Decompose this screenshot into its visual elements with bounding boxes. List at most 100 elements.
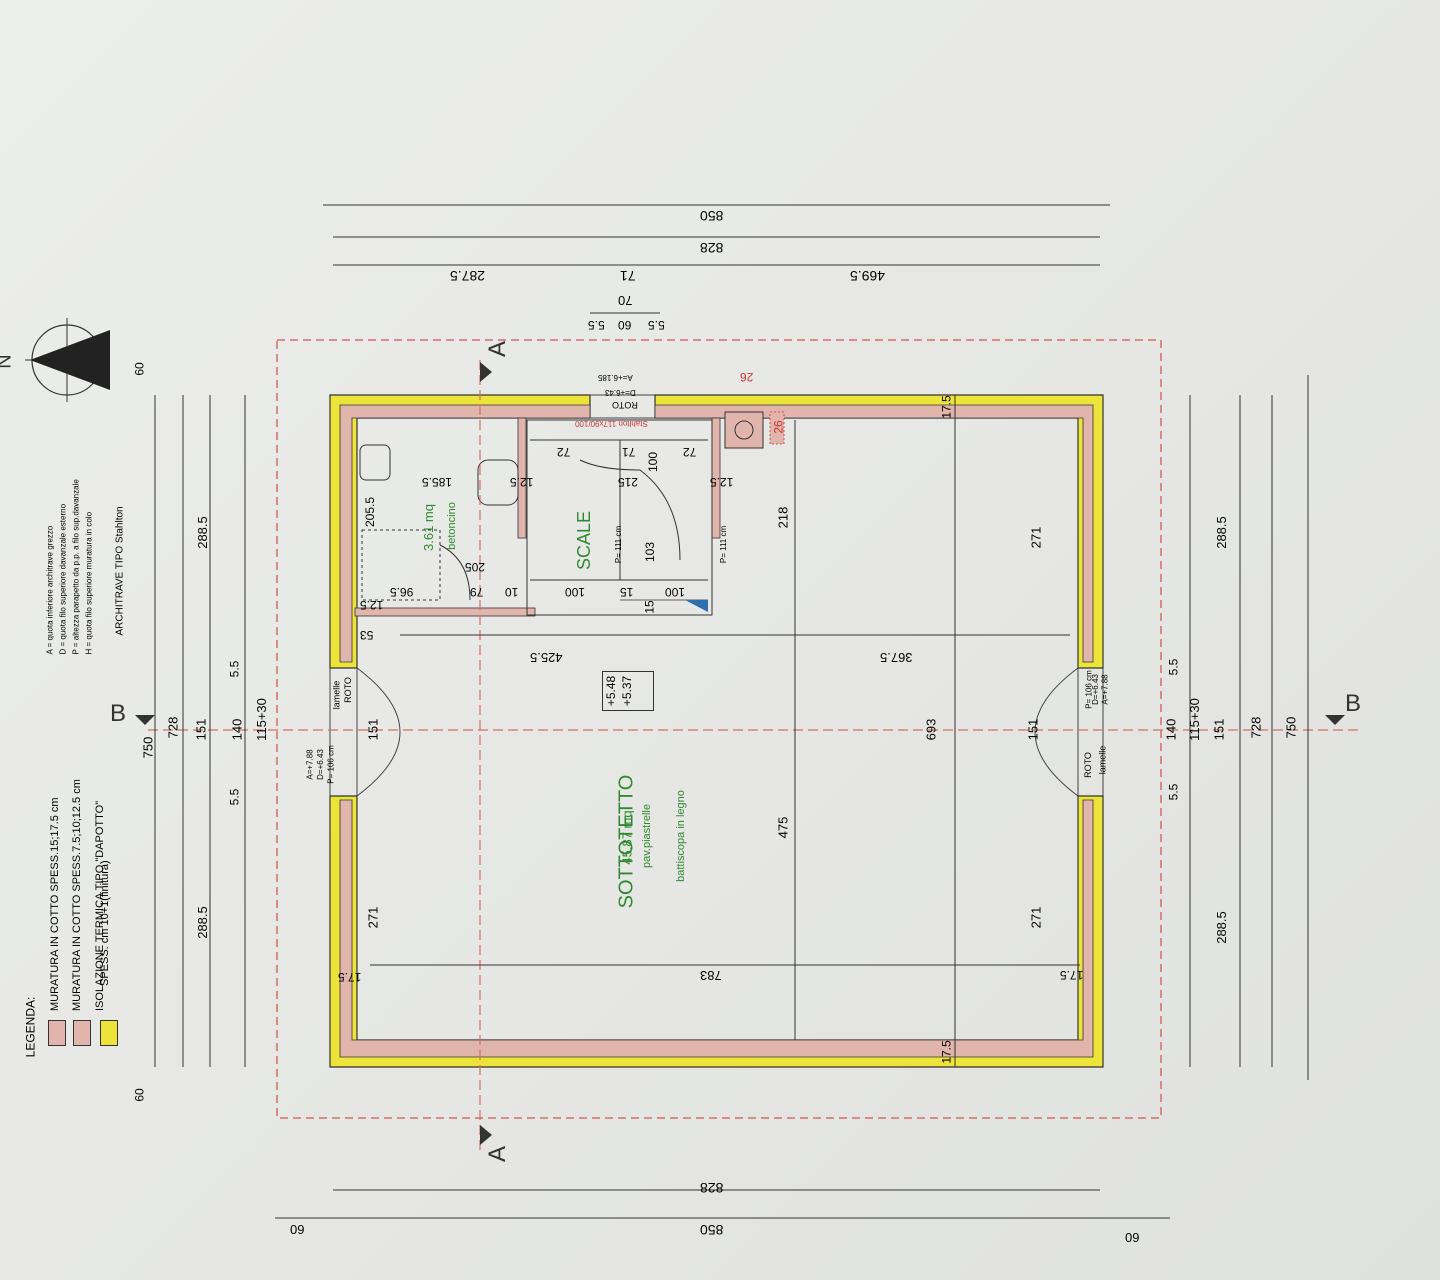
room-floor-2: battiscopa in legno (674, 790, 687, 882)
level-1: +5.48 (604, 675, 618, 707)
dim-right-288a: 288.5 (1213, 516, 1229, 549)
dim-12-5-b: 12.5 (510, 475, 534, 489)
room-area-sottotetto: 45.87 mq (619, 810, 635, 865)
dim-850-bottom: 850 (700, 1222, 724, 1238)
bath-area: 3.61 mq (420, 504, 436, 551)
dim-5-5a: 5.5 (588, 318, 605, 332)
dim-17-5b: 17.5 (939, 1040, 954, 1064)
window-top-a: A=+6.185 (598, 373, 633, 382)
dim-26-b: 26 (771, 420, 786, 434)
dim-60: 60 (618, 318, 632, 332)
window-right-lam: lamelle (1097, 745, 1108, 775)
dim-left-60b: 60 (132, 1088, 147, 1102)
dim-10: 10 (505, 585, 519, 599)
legend-swatch-1 (48, 1020, 66, 1046)
dim-right-750: 750 (1283, 716, 1299, 739)
dim-5-5b: 5.5 (648, 318, 665, 332)
dim-right-288b: 288.5 (1213, 911, 1229, 944)
dim-17-5c: 17.5 (338, 970, 362, 984)
dim-right-5-5a: 5.5 (1166, 658, 1181, 676)
windows (329, 394, 1104, 797)
dim-53: 53 (360, 628, 374, 642)
stairs-p1: P= 111 cm (614, 525, 624, 564)
dim-100-a: 100 (565, 585, 586, 599)
dim-100-b: 100 (665, 585, 686, 599)
bath-floor: betoncino (445, 502, 458, 550)
dim-left-60: 60 (132, 362, 147, 376)
dim-425: 425.5 (530, 650, 563, 665)
dim-17-5d: 17.5 (1060, 968, 1084, 982)
roof-outline (276, 339, 1162, 1119)
dim-215: 215 (618, 475, 639, 489)
legend-note-3: P = altezza parapetto da p.p. a filo sup… (71, 479, 81, 655)
dim-left-115: 115+30 (253, 698, 269, 741)
north-arrow-icon (25, 318, 110, 402)
bathroom-fixtures (359, 444, 519, 601)
section-markers (135, 362, 1345, 1145)
dim-12-5-c: 12.5 (710, 475, 734, 489)
dim-475: 475 (775, 816, 791, 839)
window-top-code: D=+6.43 (605, 388, 636, 397)
legend-lintel: ARCHITRAVE TIPO Stahlton (114, 506, 126, 636)
dim-96-5: 96.5 (390, 585, 414, 599)
dim-828-top: 828 (700, 240, 724, 256)
north-label: N (0, 354, 17, 368)
stairs-label: SCALE (574, 510, 595, 571)
window-left-d: D=+6.43 (315, 749, 325, 780)
dim-left-5-5a: 5.5 (227, 660, 242, 678)
dim-left-288a: 288.5 (194, 516, 210, 549)
dim-15-a: 15 (620, 585, 634, 599)
legend-label-3b: SPESS. cm 10+1(finitura) (99, 860, 111, 986)
dim-72-b: 72 (683, 445, 697, 459)
dim-218: 218 (775, 506, 791, 529)
dim-right-140: 140 (1163, 718, 1179, 741)
dim-151-a: 151 (365, 718, 381, 741)
section-a-bottom: A (484, 1145, 512, 1163)
dim-left-288b: 288.5 (194, 906, 210, 939)
dim-left-151: 151 (193, 718, 209, 741)
dim-26-a: 26 (740, 370, 754, 384)
dim-60-bl: 60 (290, 1222, 305, 1237)
window-right-type: ROTO (1082, 752, 1093, 778)
window-top-type: ROTO (612, 400, 638, 410)
dimension-lines (154, 204, 1309, 1219)
dim-100-c: 100 (646, 451, 661, 473)
dim-271-b: 271 (1028, 906, 1044, 929)
dim-850-top: 850 (700, 208, 724, 224)
dim-left-750: 750 (140, 736, 156, 759)
dim-79: 79 (470, 585, 484, 599)
dim-left-728: 728 (165, 716, 181, 739)
section-b-right: B (1345, 690, 1362, 717)
dim-205-5: 205.5 (363, 496, 378, 528)
dim-15-b: 15 (642, 600, 657, 614)
dim-271-c: 271 (365, 906, 381, 929)
staircase (526, 419, 713, 616)
dim-right-151: 151 (1211, 718, 1227, 741)
dim-60-br: 60 (1125, 1230, 1140, 1245)
legend-swatch-2 (73, 1020, 91, 1046)
dim-71: 71 (620, 268, 636, 284)
dim-left-140: 140 (229, 718, 245, 741)
dim-left-5-5b: 5.5 (227, 788, 242, 806)
legend-note-1: A = quota inferiore architrave grezzo (45, 525, 55, 655)
dim-103: 103 (643, 541, 658, 563)
stahlton-note: Stahlton 117x90/100 (575, 419, 648, 428)
dim-469: 469.5 (850, 268, 886, 284)
dim-right-5-5b: 5.5 (1166, 783, 1181, 801)
window-right-a: A=+7.88 (1100, 674, 1110, 705)
dim-70: 70 (618, 293, 633, 308)
legend-label-2: MURATURA IN COTTO SPESS.7.5;10;12.5 cm (71, 779, 83, 1011)
legend-note-4: H = quota filo superiore muratura in col… (84, 511, 94, 655)
legend-label-1: MURATURA IN COTTO SPESS.15;17.5 cm (49, 797, 61, 1011)
dim-71-inner: 71 (622, 445, 636, 459)
window-right-d: D=+6.43 (1090, 674, 1100, 705)
legend-note-2: D = quota filo superiore davanzale ester… (58, 503, 68, 655)
level-box: +5.48 +5.37 (602, 671, 654, 711)
dim-828-bottom: 828 (700, 1180, 724, 1196)
legend-swatch-3 (100, 1020, 118, 1046)
section-a-top: A (484, 340, 512, 358)
dim-151-b: 151 (1025, 718, 1041, 741)
dim-693: 693 (923, 718, 939, 741)
